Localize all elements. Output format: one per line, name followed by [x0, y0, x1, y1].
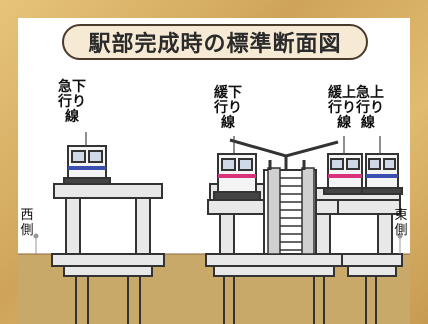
- label-up-lines: 緩上急上 行り行り 線 線: [328, 85, 384, 131]
- train-local-up: [323, 153, 367, 195]
- train-local-down: [213, 153, 261, 201]
- page-title: 駅部完成時の標準断面図: [88, 32, 342, 57]
- cross-section-diagram: [18, 132, 410, 324]
- diagram-panel: 駅部完成時の標準断面図 急下 行り 線 緩下 行り 線 緩上急上 行り行り 線 …: [18, 18, 410, 324]
- train-express-down: [63, 145, 111, 185]
- left-viaduct: [51, 183, 165, 324]
- label-west-side: 西 側: [20, 208, 34, 238]
- train-express-up: [361, 153, 403, 195]
- label-express-down: 急下 行り 線: [58, 79, 86, 125]
- platform-canopy: [229, 138, 339, 170]
- label-leaders: [85, 132, 381, 154]
- label-local-down: 緩下 行り 線: [214, 85, 242, 131]
- title-banner: 駅部完成時の標準断面図: [62, 24, 368, 60]
- station-stairs: [263, 167, 317, 255]
- label-east-side: 東 側: [394, 208, 408, 238]
- side-markers: [33, 233, 403, 254]
